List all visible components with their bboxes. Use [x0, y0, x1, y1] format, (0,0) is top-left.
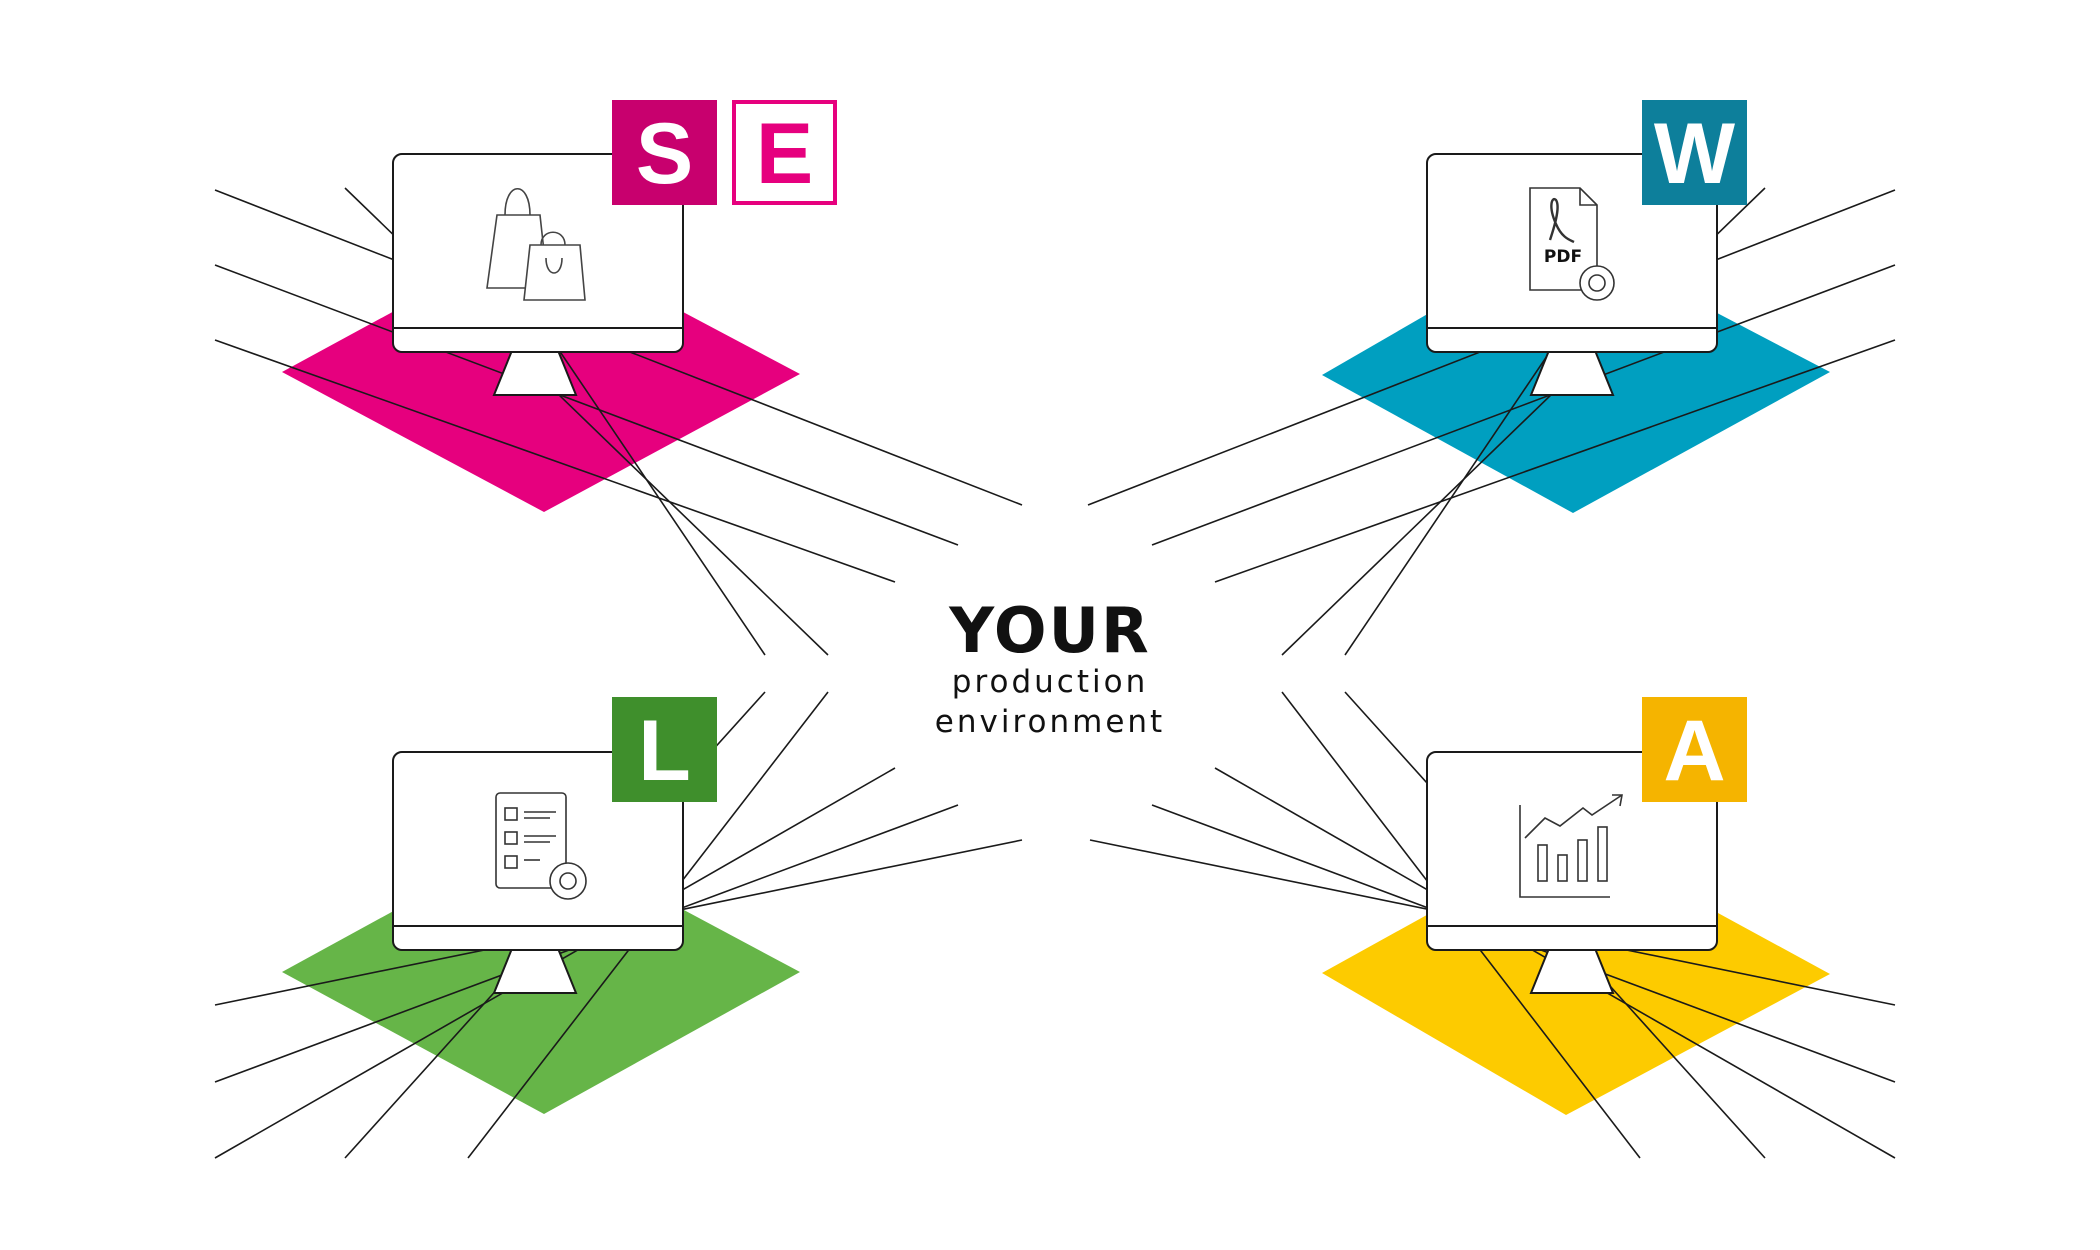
badge-L: L [612, 697, 717, 802]
monitor-pdf: PDF [1426, 153, 1718, 396]
pdf-settings-icon: PDF [1529, 187, 1615, 301]
badge-A: A [1642, 697, 1747, 802]
badge-W: W [1642, 100, 1747, 205]
center-title: YOUR [949, 594, 1151, 667]
monitor-shop [392, 153, 684, 396]
badge-E-letter: E [756, 106, 813, 202]
center-label: YOUR production environment [850, 600, 1250, 742]
badge-E: E [732, 100, 837, 205]
center-line-1: production [951, 664, 1149, 700]
checklist-settings-icon [495, 792, 587, 900]
shopping-bags-icon [486, 187, 586, 301]
badge-S: S [612, 100, 717, 205]
monitor-checklist [392, 751, 684, 994]
bar-chart-growth-icon [1519, 794, 1623, 898]
center-line-2: environment [934, 704, 1166, 740]
badge-L-letter: L [638, 703, 691, 799]
badge-A-letter: A [1663, 703, 1725, 799]
pdf-label: PDF [1544, 247, 1582, 267]
badge-W-letter: W [1654, 106, 1736, 202]
badge-S-letter: S [636, 106, 693, 202]
